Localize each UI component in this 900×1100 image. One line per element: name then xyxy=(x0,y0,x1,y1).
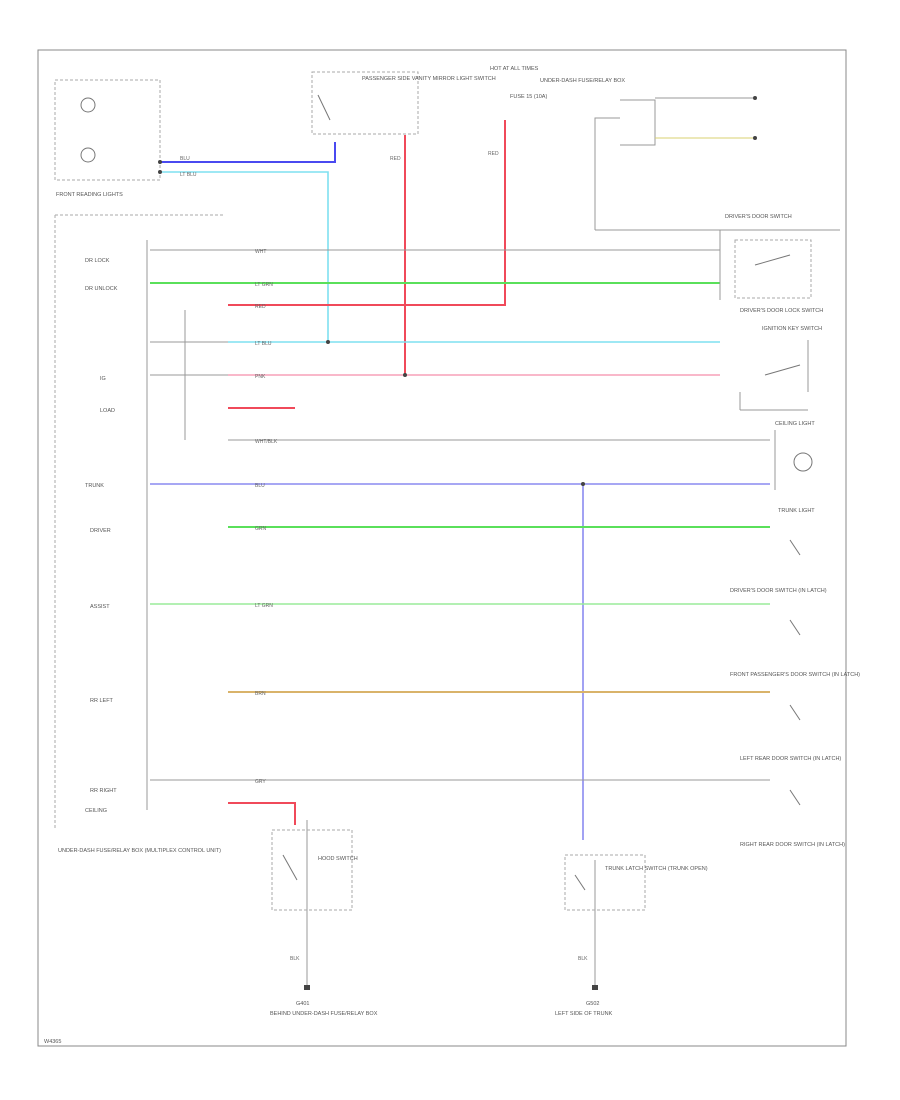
pin-label: IG xyxy=(100,376,106,382)
pin-label: CEILING xyxy=(85,808,107,814)
wire-label: WHT/BLK xyxy=(255,439,278,445)
label-right-rear-door-switch: RIGHT REAR DOOR SWITCH (IN LATCH) xyxy=(740,842,845,848)
wire-label: BLK xyxy=(578,956,588,962)
pin-label: ASSIST xyxy=(90,604,110,610)
label-door-switch-box: DRIVER'S DOOR SWITCH xyxy=(725,214,792,220)
label-left-rear-door-switch: LEFT REAR DOOR SWITCH (IN LATCH) xyxy=(740,756,841,762)
label-ground-right: G502 xyxy=(586,1001,599,1007)
label-front-reading-lights: FRONT READING LIGHTS xyxy=(56,192,123,198)
label-driver-door-lock-switch: DRIVER'S DOOR LOCK SWITCH xyxy=(740,308,823,314)
wire-label: BRN xyxy=(255,691,266,697)
wire-label: BLU xyxy=(255,483,265,489)
wire-label: WHT xyxy=(255,249,266,255)
wire-red-fuse xyxy=(228,120,506,306)
pin-label: DR LOCK xyxy=(85,258,110,264)
label-ceiling-light: CEILING LIGHT xyxy=(775,421,815,427)
label-footer-code: W4365 xyxy=(44,1039,61,1045)
control-unit-box xyxy=(54,71,812,911)
wire-label: RED xyxy=(488,151,499,157)
wire-ltblue-top xyxy=(160,171,329,342)
pin-label: RR LEFT xyxy=(90,698,114,704)
pin-label: LOAD xyxy=(100,408,115,414)
diagram-frame xyxy=(37,49,847,1047)
label-ground-right-desc: LEFT SIDE OF TRUNK xyxy=(555,1011,613,1017)
wire-label: LT BLU xyxy=(255,341,272,347)
gray-wires xyxy=(146,97,840,985)
label-trunk-switch: TRUNK LATCH SWITCH (TRUNK OPEN) xyxy=(605,866,708,872)
label-driver-door-switch: DRIVER'S DOOR SWITCH (IN LATCH) xyxy=(730,588,827,594)
label-ground-left: G401 xyxy=(296,1001,309,1007)
wire-label: GRY xyxy=(255,779,266,785)
pin-label: RR RIGHT xyxy=(90,788,117,794)
label-front-pass-door-switch: FRONT PASSENGER'S DOOR SWITCH (IN LATCH) xyxy=(730,672,860,678)
wire-label: LT BLU xyxy=(180,172,197,178)
ground-symbols xyxy=(304,985,598,990)
wire-label: PNK xyxy=(255,374,266,380)
label-map-light-switch: PASSENGER SIDE VANITY MIRROR LIGHT SWITC… xyxy=(362,76,496,82)
wire-label: BLU xyxy=(180,156,190,162)
pin-label: DR UNLOCK xyxy=(85,286,118,292)
label-fuse: FUSE 15 (10A) xyxy=(510,94,547,100)
wire-label: RED xyxy=(390,156,401,162)
wire-label: LT GRN xyxy=(255,603,273,609)
label-ctrl-unit: UNDER-DASH FUSE/RELAY BOX (MULTIPLEX CON… xyxy=(58,848,221,854)
label-trunk-light: TRUNK LIGHT xyxy=(778,508,815,514)
label-ground-left-desc: BEHIND UNDER-DASH FUSE/RELAY BOX xyxy=(270,1011,378,1017)
label-fuse-box: HOT AT ALL TIMES xyxy=(490,66,539,72)
pin-label: DRIVER xyxy=(90,528,111,534)
junction-dots xyxy=(158,96,757,486)
wire-red-hood xyxy=(228,802,296,825)
wire-label: LT GRN xyxy=(255,282,273,288)
wire-blue-top xyxy=(160,142,336,163)
label-hood-switch: HOOD SWITCH xyxy=(318,856,358,862)
label-ignition-key-switch: IGNITION KEY SWITCH xyxy=(762,326,822,332)
label-underhood-fuse: UNDER-DASH FUSE/RELAY BOX xyxy=(540,78,625,84)
wire-label: BLK xyxy=(290,956,300,962)
wire-label: RED xyxy=(255,304,266,310)
wire-label: GRN xyxy=(255,526,267,532)
pin-label: TRUNK xyxy=(85,483,104,489)
switch-symbols xyxy=(80,94,813,891)
